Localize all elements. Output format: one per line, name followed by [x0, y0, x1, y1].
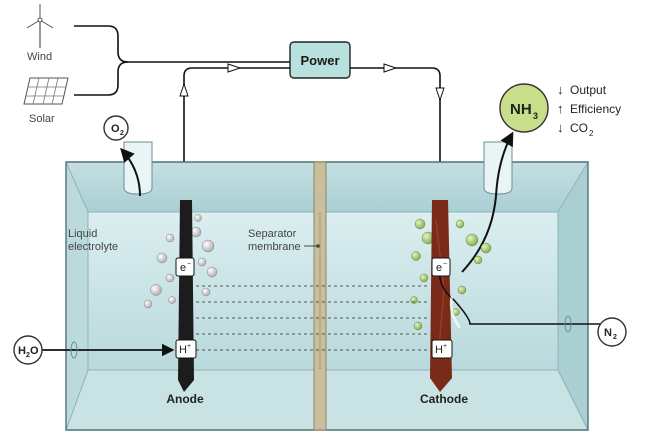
h2o-tail: O	[30, 345, 39, 357]
legend-output: Output	[570, 83, 607, 97]
o2-subscript: 2	[120, 130, 124, 137]
proton-dashed-paths	[196, 285, 430, 351]
anode-electron-tag: e −	[175, 257, 195, 277]
cathode-proton-label: H	[435, 344, 443, 356]
anode-proton-tag: H +	[175, 339, 197, 359]
anode-proton-label: H	[179, 344, 187, 356]
n2-inlet-port	[564, 315, 572, 333]
power-label: Power	[300, 53, 339, 68]
anode-label: Anode	[166, 392, 204, 406]
cathode-label: Cathode	[420, 392, 468, 406]
electrolyte-label-line1: Liquid	[68, 228, 97, 240]
nh3-subscript: 3	[533, 111, 538, 121]
cathode-electron-label: e	[436, 262, 442, 274]
solar-panel-icon	[23, 77, 69, 105]
n2-subscript: 2	[613, 334, 617, 341]
separator-membrane	[313, 161, 327, 431]
h2o-subscript: 2	[26, 352, 30, 359]
cathode-highlight	[449, 295, 462, 329]
cathode-bubbles	[410, 218, 492, 331]
h2o-badge: H 2 O	[13, 335, 43, 365]
o2-label: O	[111, 123, 120, 135]
nh3-label: NH	[510, 101, 532, 118]
nh3-outlet-pipe	[483, 141, 513, 195]
efficiency-up-arrow-icon: ↑	[557, 101, 564, 116]
power-box: Power	[289, 41, 351, 79]
wind-label: Wind	[27, 51, 52, 63]
outcome-legend: ↓ Output ↑ Efficiency ↓ CO 2	[557, 82, 621, 138]
electrolysis-tank	[65, 160, 589, 431]
output-down-arrow-icon: ↓	[557, 82, 564, 97]
h2o-inlet-port	[70, 341, 78, 359]
anode-bubbles	[143, 214, 218, 309]
legend-efficiency: Efficiency	[570, 102, 621, 116]
h2o-label: H	[18, 345, 26, 357]
o2-badge: O 2	[103, 115, 129, 141]
current-direction-arrows	[179, 63, 445, 102]
o2-outlet-pipe	[123, 141, 153, 195]
nh3-badge: NH 3	[499, 83, 549, 133]
n2-label: N	[604, 327, 612, 339]
cathode-proton-tag: H +	[431, 339, 453, 359]
n2-badge: N 2	[597, 317, 627, 347]
legend-co2-subscript: 2	[589, 129, 594, 138]
circuit-wires	[183, 67, 441, 200]
co2-down-arrow-icon: ↓	[557, 120, 564, 135]
anode-electrode	[178, 200, 194, 392]
cathode-electron-sup: −	[443, 261, 447, 268]
separator-label-line2: membrane	[248, 241, 301, 253]
electrolyte-label-line2: electrolyte	[68, 241, 118, 253]
source-wires	[74, 25, 290, 96]
legend-co2: CO	[570, 121, 588, 135]
separator-pointer-dot	[316, 244, 320, 248]
o2-flow-arrow	[120, 147, 141, 197]
cathode-proton-sup: +	[443, 343, 447, 350]
anode-proton-sup: +	[187, 343, 191, 350]
anode-electron-label: e	[180, 262, 186, 274]
solar-label: Solar	[29, 113, 55, 125]
cathode-electron-tag: e −	[431, 257, 451, 277]
anode-electron-sup: −	[187, 261, 191, 268]
wind-turbine-icon	[26, 4, 54, 48]
separator-label-line1: Separator	[248, 228, 297, 240]
nh3-flow-arrow	[461, 131, 514, 273]
